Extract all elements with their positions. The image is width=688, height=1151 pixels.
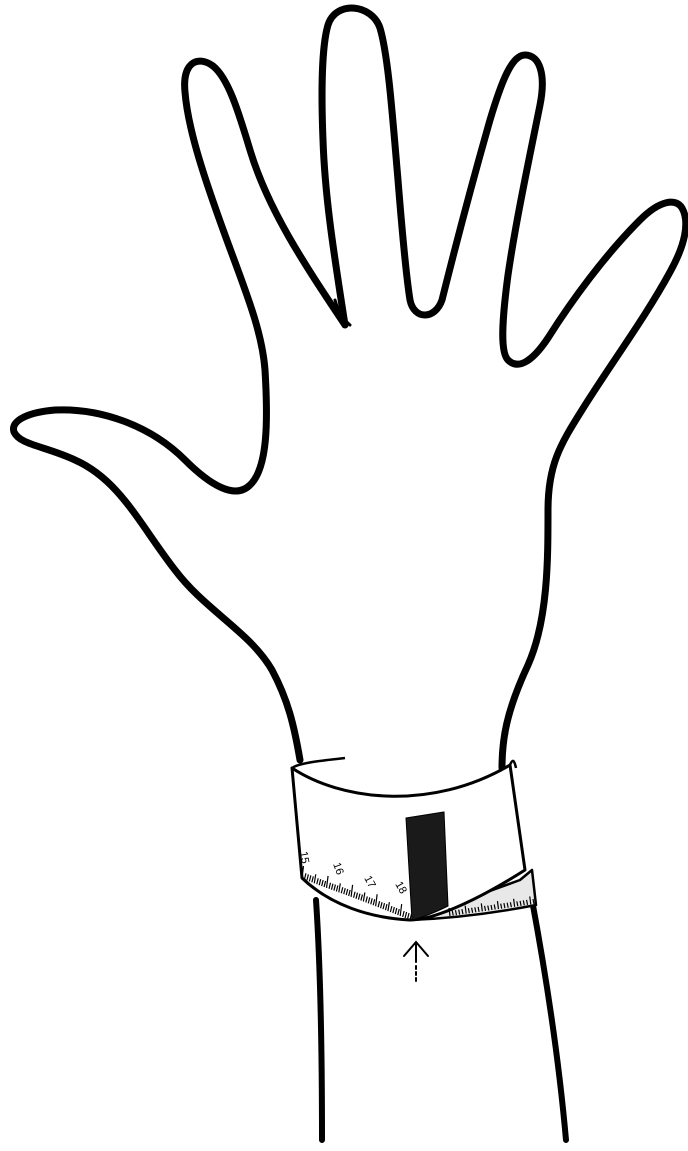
forearm-right-line <box>532 900 566 1140</box>
band-marker-stripe <box>406 812 448 920</box>
hand-outline <box>13 8 685 768</box>
forearm-left-line <box>316 900 322 1140</box>
ruler-label-15: 15 <box>297 850 311 864</box>
band-rim <box>292 758 516 768</box>
up-arrow-icon <box>404 942 428 984</box>
